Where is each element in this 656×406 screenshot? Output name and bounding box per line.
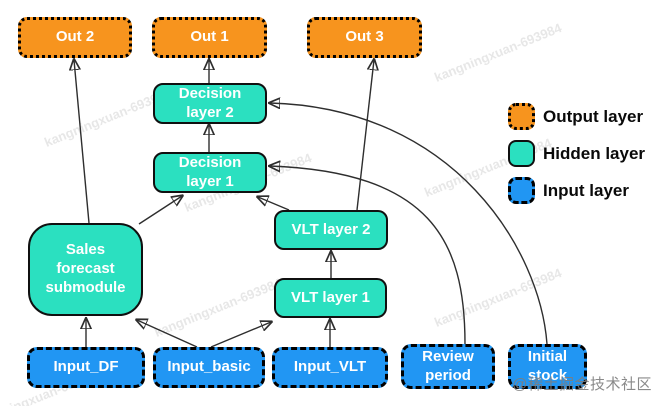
node-vlt-layer-2-label: VLT layer 2 xyxy=(291,220,371,238)
node-review-period-label: Review period xyxy=(422,347,474,384)
node-out-3-label: Out 3 xyxy=(345,28,384,46)
input-layer-swatch xyxy=(508,177,535,204)
edge-vlt2-to-out3 xyxy=(356,60,374,211)
node-sales-forecast-submodule: Sales forecast submodule xyxy=(28,223,143,316)
node-decision-layer-2-label: Decision layer 2 xyxy=(178,84,242,121)
node-initial-stock-label: Initial stock xyxy=(527,347,568,384)
edge-sales-to-out2 xyxy=(74,60,90,224)
node-review-period: Review period xyxy=(401,344,495,389)
edge-input_basic-to-sales xyxy=(137,320,198,348)
node-vlt-layer-1: VLT layer 1 xyxy=(274,278,387,318)
site-watermark: @稀土掘金技术社区 xyxy=(512,376,652,393)
output-layer-label: Output layer xyxy=(543,106,644,126)
edge-input_basic-to-vlt1 xyxy=(210,322,271,348)
legend-item-input-layer: Input layer xyxy=(508,177,645,204)
edge-vlt2-to-decision1 xyxy=(258,197,290,211)
edge-review_period-to-decision1 xyxy=(270,166,466,345)
input-layer-label: Input layer xyxy=(543,180,629,200)
node-out-1-label: Out 1 xyxy=(190,28,229,46)
node-out-1: Out 1 xyxy=(152,17,267,58)
hidden-layer-label: Hidden layer xyxy=(543,143,646,163)
node-vlt-layer-2: VLT layer 2 xyxy=(274,210,388,250)
output-layer-swatch xyxy=(508,103,535,130)
node-decision-layer-2: Decision layer 2 xyxy=(153,83,267,124)
node-input-vlt: Input_VLT xyxy=(272,347,388,388)
node-input-basic-label: Input_basic xyxy=(167,358,251,376)
node-input-df-label: Input_DF xyxy=(53,358,119,376)
hidden-layer-swatch xyxy=(508,140,535,167)
node-input-df: Input_DF xyxy=(27,347,145,388)
node-out-2: Out 2 xyxy=(18,17,132,58)
node-vlt-layer-1-label: VLT layer 1 xyxy=(291,288,370,306)
node-initial-stock: Initial stock xyxy=(508,344,587,389)
node-decision-layer-1: Decision layer 1 xyxy=(153,152,267,193)
legend-item-hidden-layer: Hidden layer xyxy=(508,140,645,167)
node-out-3: Out 3 xyxy=(307,17,422,58)
edge-sales-to-decision1 xyxy=(138,196,182,225)
legend-item-output-layer: Output layer xyxy=(508,103,645,130)
node-input-basic: Input_basic xyxy=(153,347,265,388)
edge-initial_stock-to-decision2 xyxy=(270,103,548,345)
node-sales-forecast-submodule-label: Sales forecast submodule xyxy=(45,241,126,296)
legend: Output layer Hidden layer Input layer xyxy=(508,103,645,214)
node-out-2-label: Out 2 xyxy=(55,28,95,46)
node-decision-layer-1-label: Decision layer 1 xyxy=(178,153,242,190)
node-input-vlt-label: Input_VLT xyxy=(293,358,367,376)
